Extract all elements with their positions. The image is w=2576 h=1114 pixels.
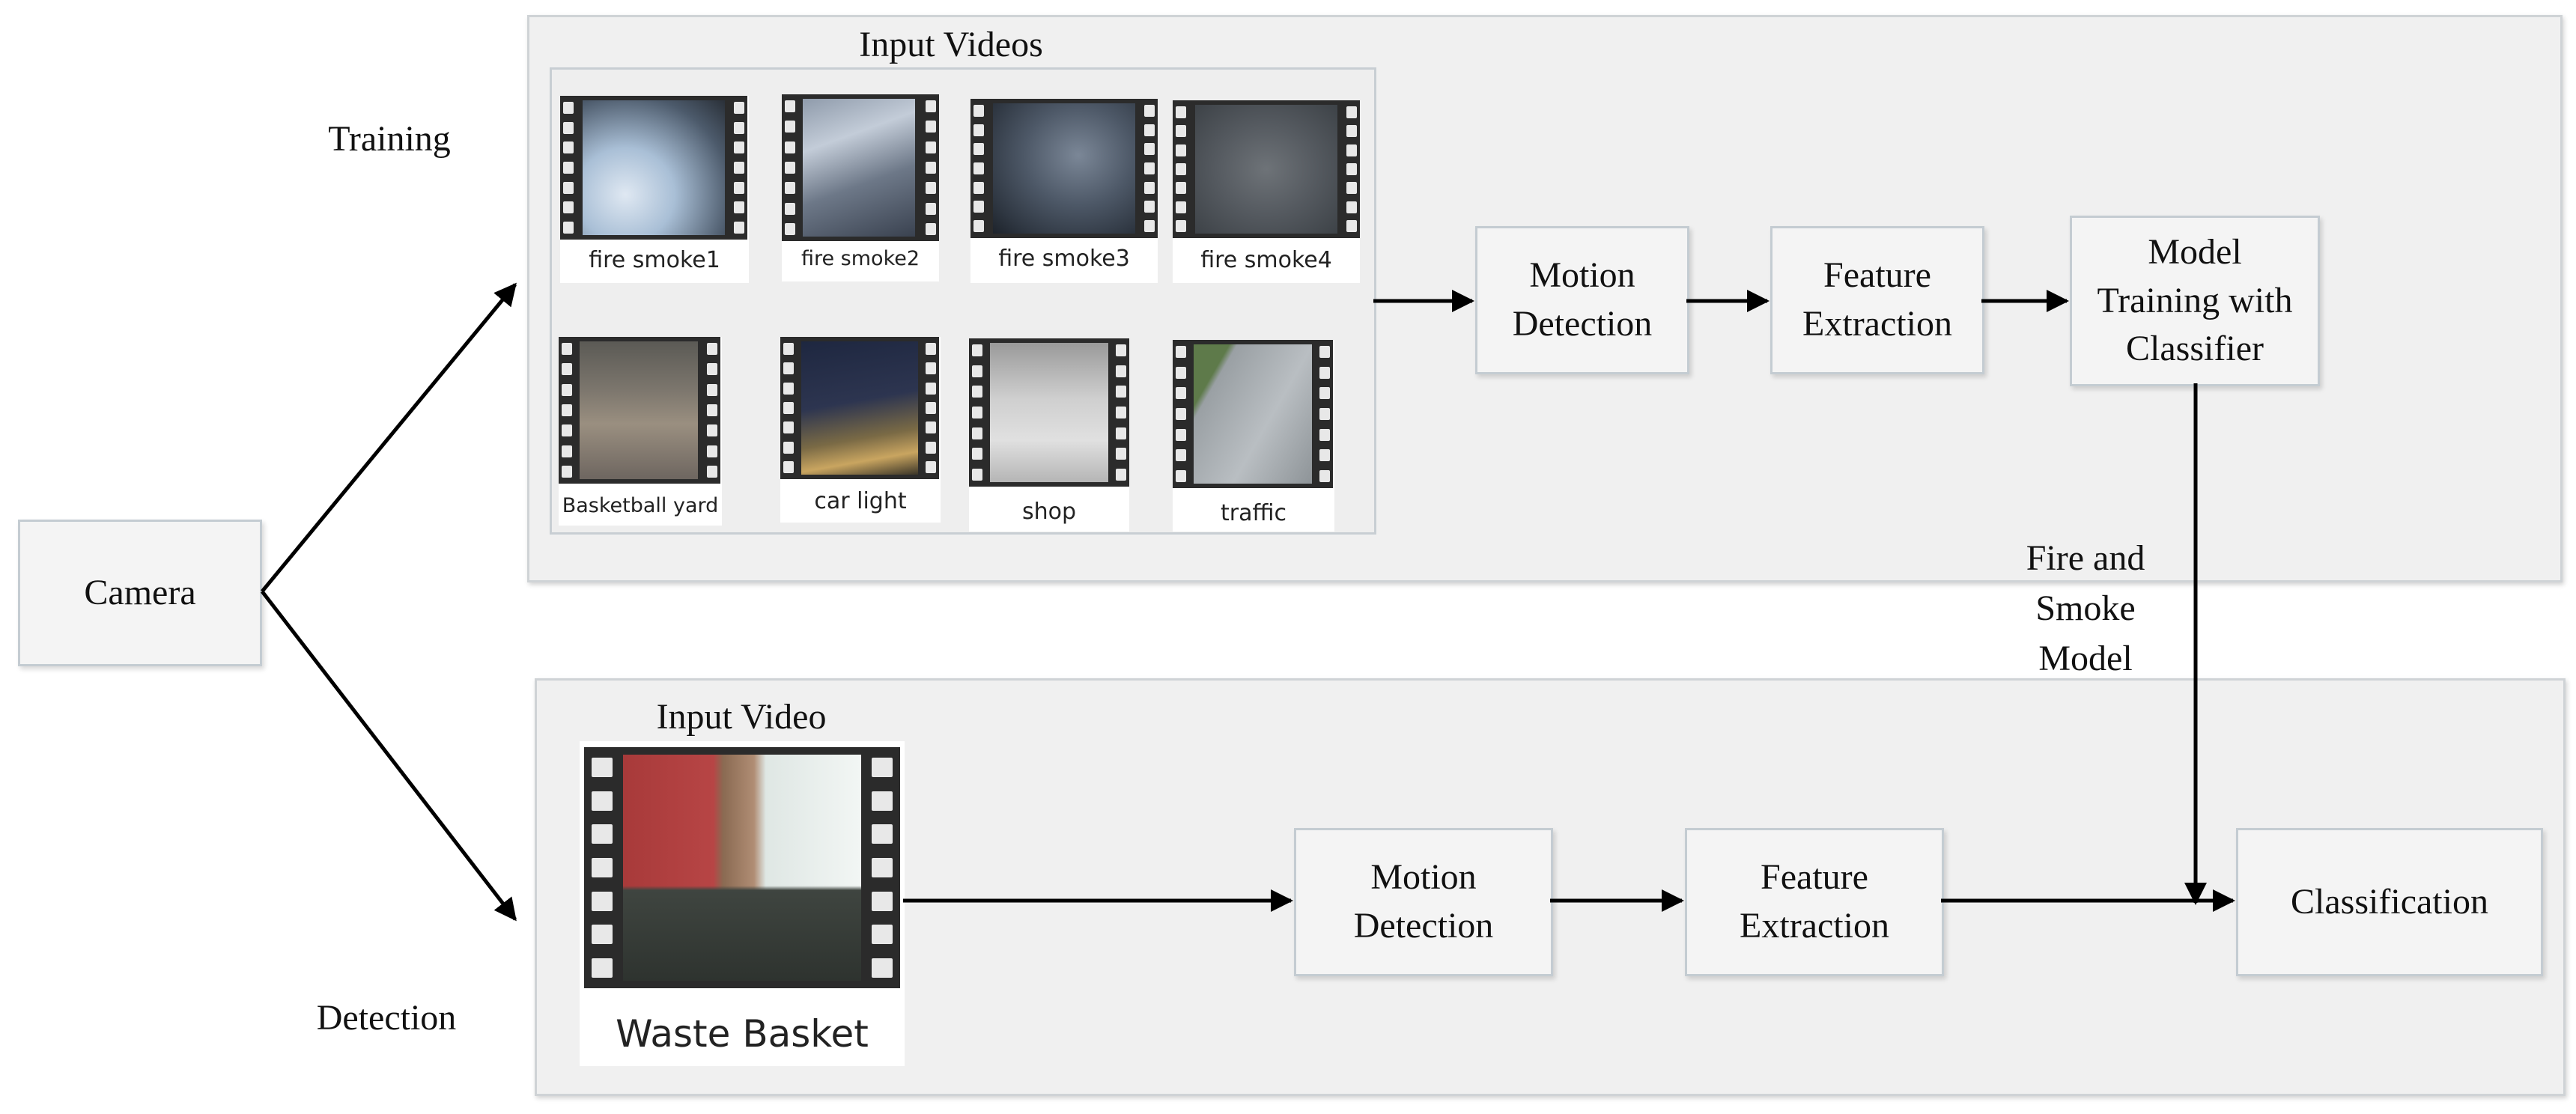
fire-smoke-model-label: Fire and Smoke Model [2026, 538, 2145, 679]
video-thumb-car-light: car light [780, 337, 941, 523]
video-thumb-basketball-yard: Basketball yard [559, 337, 722, 526]
training-label: Training [328, 119, 451, 159]
video-caption: traffic [1221, 500, 1287, 526]
detection-label: Detection [316, 998, 457, 1038]
video-caption: car light [814, 488, 907, 514]
arrow-camera-to-detection [261, 590, 517, 922]
video-thumb-shop: shop [969, 338, 1129, 532]
video-thumb-fire-smoke3: fire smoke3 [970, 99, 1158, 283]
camera-box: Camera [18, 520, 262, 666]
video-thumb-waste-basket: Waste Basket [580, 741, 905, 1066]
detection-feature-extraction-box: Feature Extraction [1685, 828, 1944, 976]
video-caption: fire smoke4 [1200, 247, 1332, 273]
input-videos-title: Input Videos [859, 25, 1043, 64]
classification-box: Classification [2236, 828, 2543, 976]
video-caption: fire smoke1 [589, 247, 720, 273]
video-caption: fire smoke3 [998, 246, 1130, 272]
detection-motion-detection-box: Motion Detection [1294, 828, 1553, 976]
video-caption: Basketball yard [562, 494, 719, 517]
video-thumb-fire-smoke2: fire smoke2 [782, 94, 939, 281]
input-video-title: Input Video [656, 697, 827, 737]
video-caption: Waste Basket [616, 1012, 869, 1056]
training-feature-extraction-box: Feature Extraction [1770, 226, 1984, 374]
video-thumb-traffic: traffic [1173, 340, 1334, 532]
model-training-box: Model Training with Classifier [2070, 216, 2320, 386]
video-thumb-fire-smoke4: fire smoke4 [1173, 100, 1360, 283]
arrow-camera-to-training [261, 282, 517, 593]
video-thumb-fire-smoke1: fire smoke1 [560, 96, 749, 283]
training-motion-detection-box: Motion Detection [1475, 226, 1689, 374]
video-caption: shop [1021, 499, 1077, 525]
video-caption: fire smoke2 [801, 247, 920, 270]
